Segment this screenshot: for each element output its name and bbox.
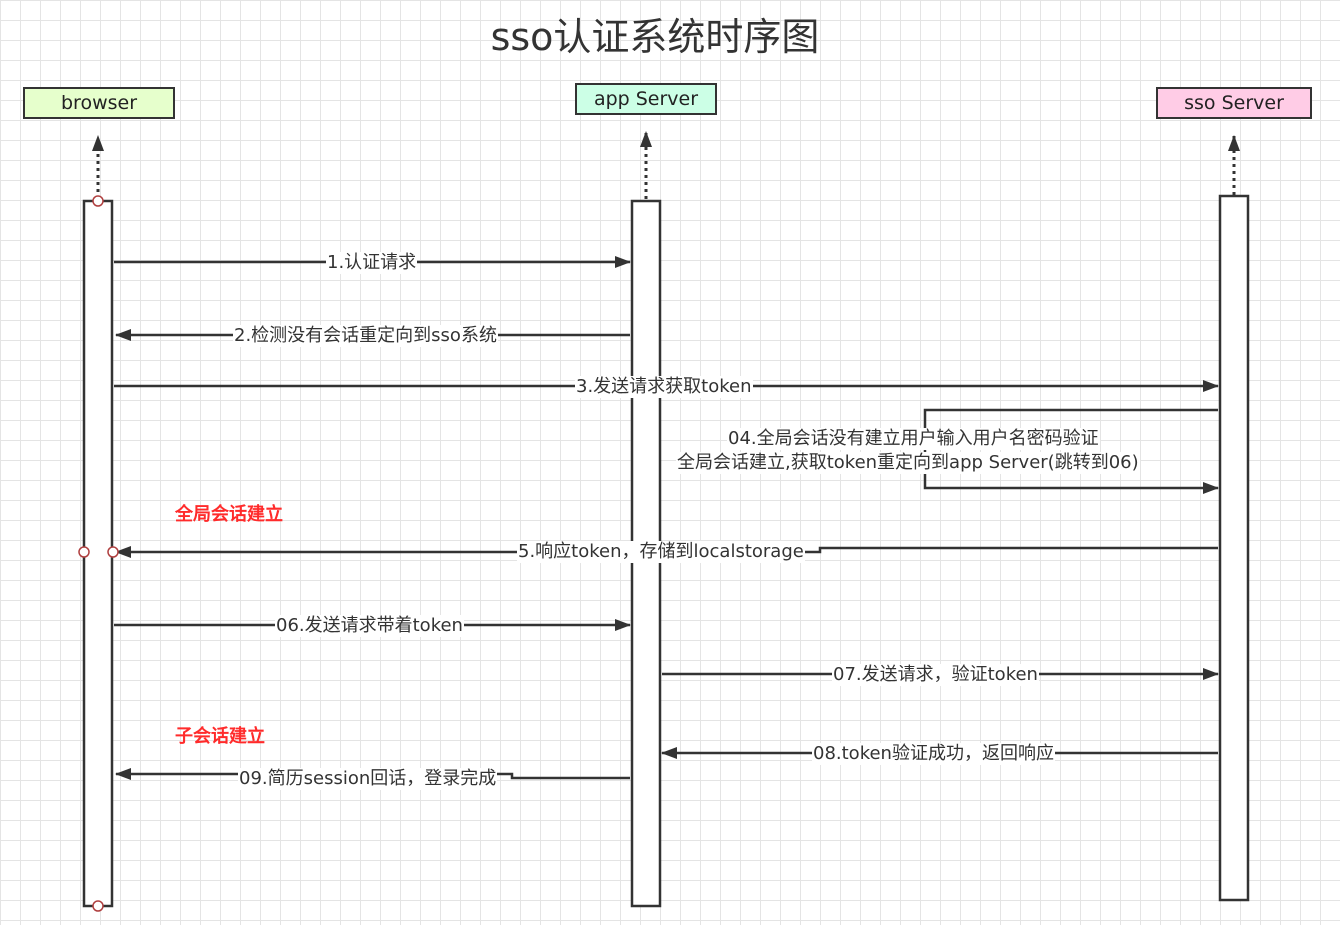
message-5-label: 5.响应token，存储到localstorage	[517, 541, 805, 563]
endpoint-markers	[78, 195, 119, 912]
browser-top-marker	[92, 195, 104, 207]
actor-sso-server: sso Server	[1156, 87, 1312, 119]
message-9-label: 09.简历session回话，登录完成	[238, 768, 498, 790]
note-sub-session: 子会话建立	[175, 726, 265, 747]
sso-lifeline	[1218, 194, 1250, 902]
message-2-label: 2.检测没有会话重定向到sso系统	[233, 325, 498, 347]
actor-connectors	[92, 131, 1240, 199]
browser-right-marker	[107, 546, 119, 558]
message-4-label-line1: 04.全局会话没有建立用户输入用户名密码验证	[727, 428, 1100, 450]
actor-browser: browser	[23, 87, 175, 119]
actor-app-server: app Server	[575, 83, 717, 115]
message-1-label: 1.认证请求	[326, 252, 418, 274]
message-6-label: 06.发送请求带着token	[275, 615, 464, 637]
message-5-arrow	[115, 546, 1218, 558]
diagram-title: sso认证系统时序图	[490, 15, 820, 59]
message-3-label: 3.发送请求获取token	[575, 376, 753, 398]
message-4-label-line2: 全局会话建立,获取token重定向到app Server(跳转到06)	[676, 452, 1140, 474]
note-global-session: 全局会话建立	[175, 504, 283, 525]
browser-left-marker	[78, 546, 90, 558]
message-7-label: 07.发送请求，验证token	[832, 664, 1039, 686]
browser-bottom-marker	[92, 900, 104, 912]
message-8-label: 08.token验证成功，返回响应	[812, 743, 1055, 765]
